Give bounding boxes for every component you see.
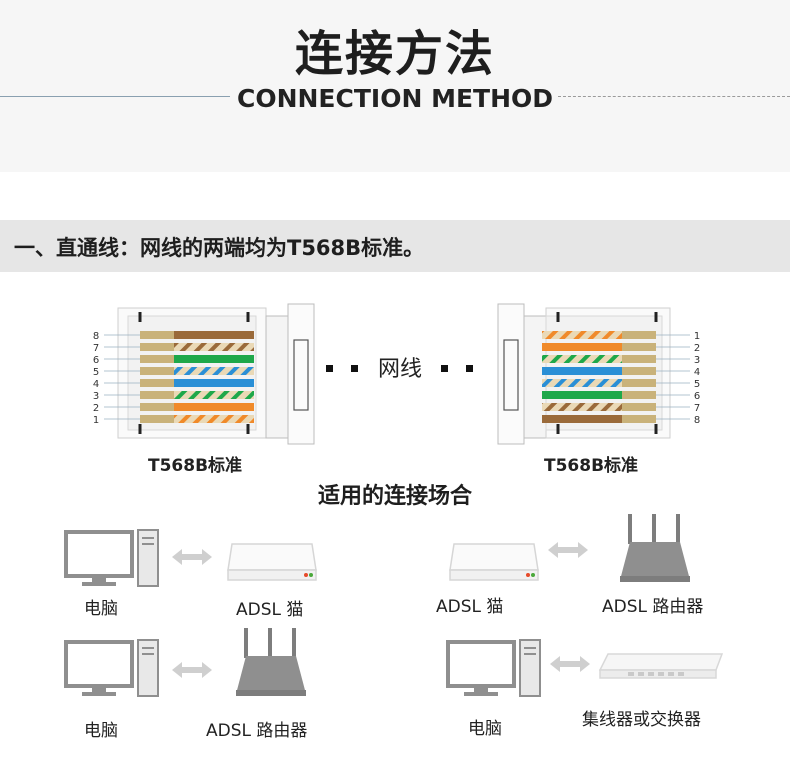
- right-rj45-connector: [497, 303, 690, 445]
- scenario-3-right-label: ADSL 路由器: [206, 721, 308, 741]
- connector-diagram: 8 7 6 5 4 3 2 1 网线: [93, 303, 700, 445]
- page-subtitle: CONNECTION METHOD: [236, 84, 554, 113]
- left-pin-number: 3: [93, 391, 99, 402]
- computer-icon: [64, 529, 159, 587]
- section-title: 一、直通线：网线的两端均为T568B标准。: [14, 236, 425, 260]
- header-section: [0, 0, 790, 172]
- left-pin-number: 2: [93, 403, 99, 414]
- right-pin-number: 5: [694, 379, 700, 390]
- router-icon: [620, 514, 690, 582]
- right-pin-number: 7: [694, 403, 700, 414]
- left-pin-number: 1: [93, 415, 99, 426]
- left-pin-number: 7: [93, 343, 99, 354]
- left-standard-label: T568B标准: [148, 456, 243, 476]
- scenario-2-right-label: ADSL 路由器: [602, 597, 704, 617]
- computer-icon: [446, 639, 541, 697]
- switch-icon: [598, 653, 724, 679]
- scenario-3-left-label: 电脑: [84, 721, 118, 741]
- cable-dots-left: [326, 365, 358, 372]
- double-arrow-icon: [172, 662, 212, 678]
- title-rule-left: [0, 96, 230, 97]
- cable-dots-right: [441, 365, 473, 372]
- left-pin-number: 8: [93, 331, 99, 342]
- right-standard-label: T568B标准: [544, 456, 639, 476]
- right-pin-number: 6: [694, 391, 700, 402]
- modem-icon: [449, 543, 539, 581]
- right-pin-number: 2: [694, 343, 700, 354]
- right-pin-number: 4: [694, 367, 700, 378]
- usage-caption: 适用的连接场合: [317, 484, 472, 509]
- title-rule-right: [558, 96, 790, 97]
- right-pin-number: 3: [694, 355, 700, 366]
- section-banner: [0, 220, 790, 272]
- double-arrow-icon: [550, 656, 590, 672]
- right-pin-number: 8: [694, 415, 700, 426]
- left-rj45-connector: [104, 303, 315, 445]
- modem-icon: [227, 543, 317, 581]
- scenario-2-left-label: ADSL 猫: [436, 597, 504, 617]
- left-pin-number: 5: [93, 367, 99, 378]
- cable-label: 网线: [378, 357, 422, 382]
- double-arrow-icon: [548, 542, 588, 558]
- scenario-1-left-label: 电脑: [84, 599, 118, 619]
- scenario-4-right-label: 集线器或交换器: [582, 710, 701, 730]
- scenario-1-right-label: ADSL 猫: [236, 600, 304, 620]
- scenario-4-left-label: 电脑: [468, 719, 502, 739]
- double-arrow-icon: [172, 549, 212, 565]
- right-pin-number: 1: [694, 331, 700, 342]
- page-title: 连接方法: [294, 26, 495, 82]
- router-icon: [236, 628, 306, 696]
- computer-icon: [64, 639, 159, 697]
- left-pin-number: 6: [93, 355, 99, 366]
- left-pin-number: 4: [93, 379, 99, 390]
